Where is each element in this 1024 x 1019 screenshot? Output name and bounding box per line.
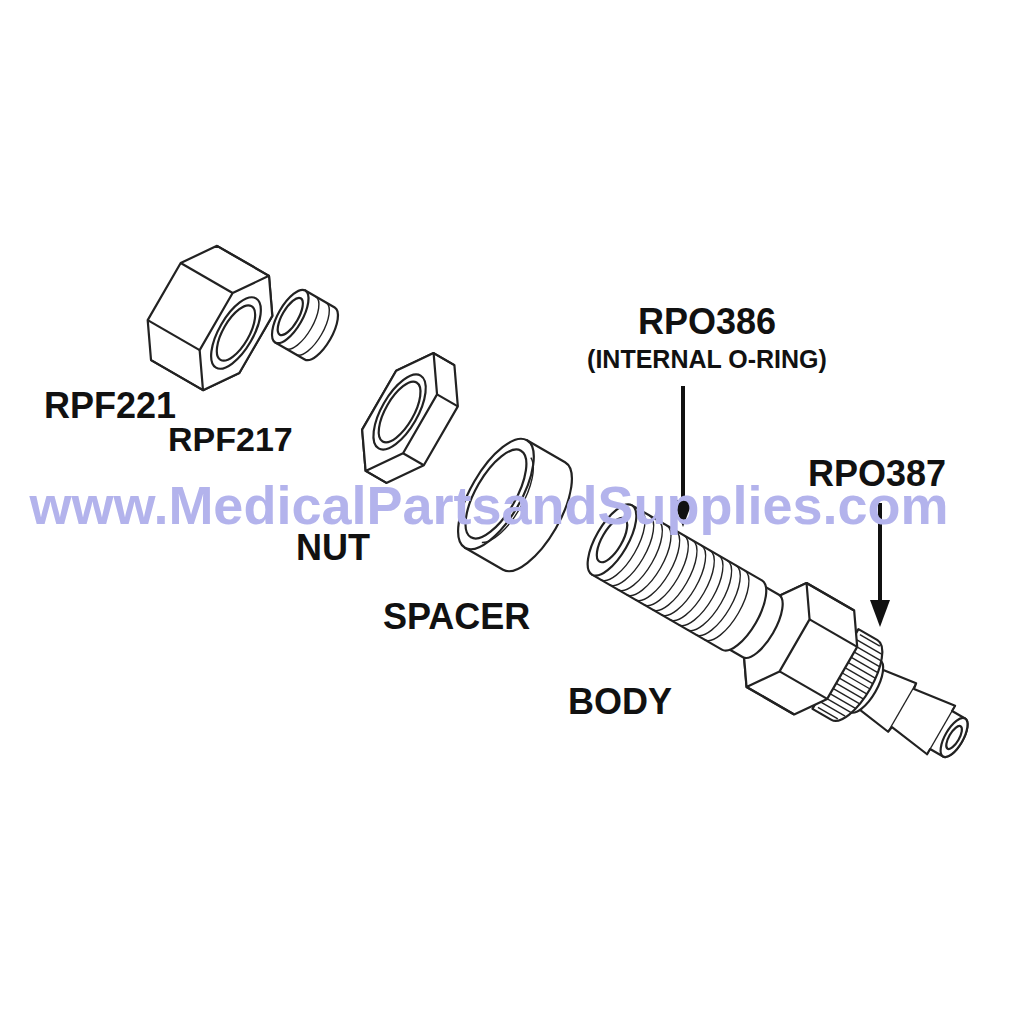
part-name: BODY (568, 684, 672, 720)
lock-nut (345, 341, 475, 494)
compression-nut (131, 234, 289, 401)
part-number: RPO386 (638, 304, 776, 340)
part-number: RPF217 (168, 422, 293, 456)
part-note: (INTERNAL O-RING) (587, 347, 827, 372)
ferrule (265, 285, 345, 366)
part-name: NUT (296, 530, 370, 566)
part-name: SPACER (383, 599, 530, 635)
watermark: www.MedicalPartsandSupplies.com (29, 478, 948, 532)
part-number: RPF221 (44, 388, 176, 424)
